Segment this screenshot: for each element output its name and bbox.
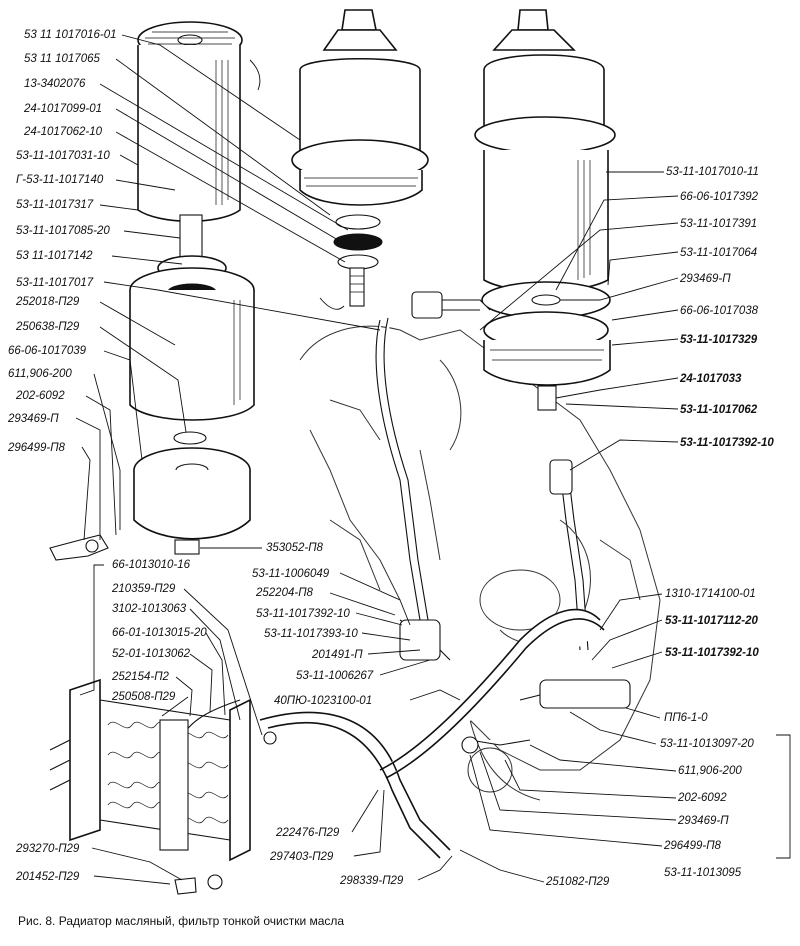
label-right-10: 53-11-1017392-10 <box>680 437 774 449</box>
left-filter-assembly <box>49 21 261 561</box>
label-left-13: 250638-П29 <box>15 321 80 333</box>
label-lower-right-7: 202-6092 <box>677 792 727 804</box>
label-lower-right-8: 293469-П <box>677 815 729 827</box>
label-left-12: 252018-П29 <box>15 296 80 308</box>
lower-left-label-group: 66-1013010-16 210359-П29 3102-1013063 66… <box>79 559 263 736</box>
label-left-17: 293469-П <box>7 413 59 425</box>
center-filter-assembly <box>291 9 429 310</box>
engine-block-outline <box>299 325 661 801</box>
label-left-14: 66-06-1017039 <box>8 345 87 357</box>
label-left-6: 53-11-1017031-10 <box>16 150 110 162</box>
label-bottom-4: 251082-П29 <box>545 876 610 888</box>
label-mid-4: 53-11-1017392-10 <box>256 608 350 620</box>
middle-label-group: 353052-П8 53-11-1006049 252204-П8 53-11-… <box>200 542 461 707</box>
label-mid-5: 53-11-1017393-10 <box>264 628 358 640</box>
label-lower-right-2: 53-11-1017112-20 <box>665 615 759 627</box>
label-lower-left-6: 252154-П2 <box>111 671 170 683</box>
label-bottom-3: 298339-П29 <box>339 875 404 887</box>
label-bottom-2: 297403-П29 <box>269 851 334 863</box>
left-label-group: 53 11 1017016-01 53 11 1017065 13-340207… <box>7 29 381 541</box>
label-right-9: 53-11-1017062 <box>680 404 758 416</box>
label-right-5: 293469-П <box>679 273 731 285</box>
label-lower-left-1: 66-1013010-16 <box>112 559 191 571</box>
label-left-5: 24-1017062-10 <box>23 126 103 138</box>
label-bottom-6: 201452-П29 <box>15 871 80 883</box>
label-lower-left-3: 3102-1013063 <box>112 603 187 615</box>
label-right-3: 53-11-1017391 <box>680 218 757 230</box>
label-mid-3: 252204-П8 <box>255 587 314 599</box>
label-lower-right-6: 611,906-200 <box>678 765 742 777</box>
label-lower-left-4: 66-01-1013015-20 <box>112 627 207 639</box>
label-lower-right-10: 53-11-1013095 <box>664 867 742 879</box>
label-left-16: 202-6092 <box>15 390 65 402</box>
label-left-1: 53 11 1017016-01 <box>24 29 117 41</box>
label-lower-right-1: 1310-1714100-01 <box>665 588 756 600</box>
label-mid-2: 53-11-1006049 <box>252 568 330 580</box>
label-left-9: 53-11-1017085-20 <box>16 225 110 237</box>
label-bottom-5: 293270-П29 <box>15 843 80 855</box>
label-lower-left-7: 250508-П29 <box>111 691 176 703</box>
label-right-2: 66-06-1017392 <box>680 191 759 203</box>
label-lower-right-5: 53-11-1013097-20 <box>660 738 754 750</box>
label-left-7: Г-53-11-1017140 <box>16 174 104 186</box>
label-lower-right-4: ПП6-1-0 <box>664 712 708 724</box>
lower-right-label-group: 1310-1714100-01 53-11-1017112-20 53-11-1… <box>469 588 791 879</box>
label-left-15: 611,906-200 <box>8 368 72 380</box>
label-left-18: 296499-П8 <box>7 442 66 454</box>
label-left-10: 53 11-1017142 <box>16 250 93 262</box>
right-filter-assembly <box>474 9 616 411</box>
oil-radiator <box>49 678 277 895</box>
label-mid-1: 353052-П8 <box>266 542 324 554</box>
bottom-label-group: 222476-П29 297403-П29 298339-П29 251082-… <box>15 789 610 888</box>
label-lower-right-9: 296499-П8 <box>663 840 722 852</box>
figure-caption: Рис. 8. Радиатор масляный, фильтр тонкой… <box>18 914 345 928</box>
right-label-group: 53-11-1017010-11 66-06-1017392 53-11-101… <box>479 166 774 471</box>
label-right-4: 53-11-1017064 <box>680 247 757 259</box>
label-mid-8: 40ПЮ-1023100-01 <box>274 695 372 707</box>
label-bottom-1: 222476-П29 <box>275 827 340 839</box>
label-right-7: 53-11-1017329 <box>680 334 758 346</box>
label-right-1: 53-11-1017010-11 <box>666 166 759 178</box>
label-right-6: 66-06-1017038 <box>680 305 759 317</box>
label-left-3: 13-3402076 <box>24 78 86 90</box>
label-left-11: 53-11-1017017 <box>16 277 94 289</box>
label-left-2: 53 11 1017065 <box>24 53 100 65</box>
label-mid-7: 53-11-1006267 <box>296 670 374 682</box>
label-left-8: 53-11-1017317 <box>16 199 94 211</box>
label-lower-right-3: 53-11-1017392-10 <box>665 647 759 659</box>
label-left-4: 24-1017099-01 <box>23 103 102 115</box>
label-right-8: 24-1017033 <box>679 373 742 385</box>
label-lower-left-2: 210359-П29 <box>111 583 176 595</box>
label-lower-left-5: 52-01-1013062 <box>112 648 191 660</box>
label-mid-6: 201491-П <box>311 649 363 661</box>
